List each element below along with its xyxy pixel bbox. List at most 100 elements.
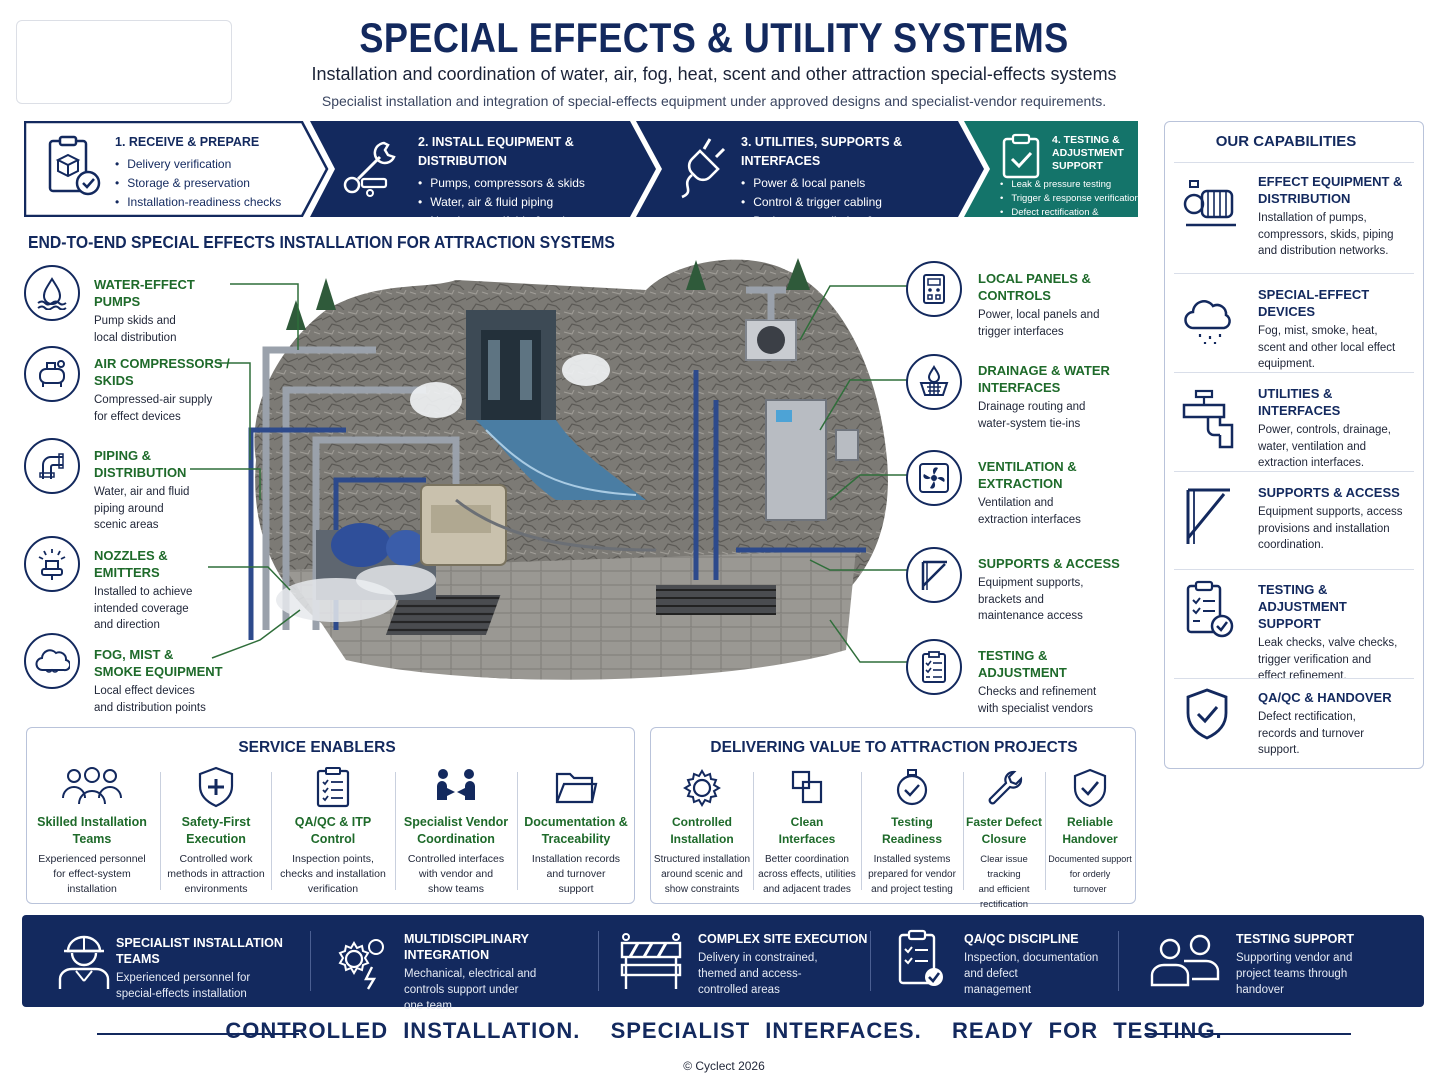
banner-title: COMPLEX SITE EXECUTION xyxy=(698,932,868,946)
callout-desc-line: Ventilation and xyxy=(978,497,1054,509)
bottom-banner: SPECIALIST INSTALLATION TEAMS Experience… xyxy=(22,915,1424,1012)
callout-title: CONTROLS xyxy=(978,288,1051,303)
value-title: Readiness xyxy=(881,832,943,846)
page-description: Specialist installation and integration … xyxy=(321,93,1107,109)
enabler-title: Safety-First xyxy=(181,815,251,829)
callout-title: DISTRIBUTION xyxy=(94,465,187,480)
valve-pipe-icon xyxy=(1182,389,1234,449)
step-receive-prepare: 1. RECEIVE & PREPARE Delivery verificati… xyxy=(115,133,305,212)
clipboard-check-icon xyxy=(1186,580,1234,638)
callout-desc-line: Compressed-air supply xyxy=(94,394,213,406)
capability-title: UTILITIES & INTERFACES xyxy=(1258,386,1341,418)
enabler-desc: Installation records xyxy=(531,853,621,865)
enabler-desc: installation xyxy=(67,883,117,895)
banner-desc: and defect xyxy=(964,968,1018,980)
enabler-title: Execution xyxy=(186,832,246,846)
callout-desc-line: brackets and xyxy=(978,593,1044,606)
tagline: CONTROLLED INSTALLATION. SPECIALIST INTE… xyxy=(225,1018,1223,1043)
callout-title: SMOKE EQUIPMENT xyxy=(94,664,223,679)
people-icon xyxy=(1150,934,1220,987)
gear-icon xyxy=(683,769,721,807)
step-title-line: SUPPORT xyxy=(1052,160,1103,172)
callout-desc-line: trigger interfaces xyxy=(978,325,1064,338)
step-testing-items: Leak & pressure testing Trigger & respon… xyxy=(1000,178,1140,234)
enabler-desc: methods in attraction xyxy=(167,868,265,880)
step-title: 2. INSTALL EQUIPMENT & DISTRIBUTION xyxy=(418,135,574,168)
callout-desc-line: for effect devices xyxy=(94,410,181,423)
callout-title: LOCAL PANELS & xyxy=(978,271,1091,286)
capability-desc-line: Power, controls, drainage, xyxy=(1258,424,1391,436)
callout-desc-line: extraction interfaces xyxy=(978,513,1081,526)
callout-desc-line: with specialist vendors xyxy=(978,702,1094,715)
copyright: © Cyclect 2026 xyxy=(683,1059,765,1073)
step-item: Delivery verification xyxy=(115,155,305,174)
step-item: Power & local panels xyxy=(741,174,963,193)
capability-desc-line: and distribution networks. xyxy=(1258,245,1389,257)
callout-title: WATER-EFFECT PUMPS xyxy=(94,277,195,309)
callout-title: FOG, MIST & xyxy=(94,647,174,662)
pipe-icon xyxy=(24,438,80,494)
capability-desc-line: equipment. xyxy=(1258,358,1315,370)
value-desc: and efficient xyxy=(978,884,1030,895)
capability-desc-line: extraction interfaces. xyxy=(1258,457,1365,469)
banner-title: MULTIDISCIPLINARY INTEGRATION xyxy=(404,932,529,962)
value-desc: Clear issue tracking xyxy=(980,854,1028,880)
step-title-line: ADJUSTMENT xyxy=(1052,147,1124,159)
value-desc: prepared for vendor xyxy=(868,869,956,880)
callout-desc-line: Pump skids and xyxy=(94,315,176,327)
section-title: END-TO-END SPECIAL EFFECTS INSTALLATION … xyxy=(28,232,615,252)
value-desc: Installed systems xyxy=(873,854,951,865)
capability-desc-line: support. xyxy=(1258,744,1300,756)
callout-desc-line: maintenance access xyxy=(978,610,1083,622)
enabler-documentation: Documentation &Traceability Installation… xyxy=(518,766,634,897)
right-connector-lines xyxy=(799,285,910,663)
value-desc: Better coordination xyxy=(765,854,849,865)
water-drop-icon xyxy=(24,265,80,321)
value-desc: rectification xyxy=(979,899,1029,910)
step-item: Leak & pressure testing xyxy=(1000,178,1140,192)
value-title: Installation xyxy=(670,832,734,846)
step-item: Trigger & response verification xyxy=(1000,192,1140,206)
capability-title: DISTRIBUTION xyxy=(1258,191,1351,206)
callout-title: VENTILATION & xyxy=(978,459,1077,474)
barrier-icon xyxy=(620,933,682,989)
value-desc: turnover xyxy=(1073,884,1107,894)
installation-illustration xyxy=(248,258,888,680)
capability-title: EFFECT EQUIPMENT & xyxy=(1258,174,1403,189)
enabler-title: Traceability xyxy=(541,832,611,846)
banner-desc: management xyxy=(964,984,1032,996)
value-panel: DELIVERING VALUE TO ATTRACTION PROJECTS … xyxy=(650,727,1136,910)
capabilities-heading: OUR CAPABILITIES xyxy=(1215,133,1357,150)
callout-desc-line: Power, local panels and xyxy=(978,309,1100,321)
pump-motor-icon xyxy=(1183,180,1236,227)
enabler-title: Teams xyxy=(72,832,112,846)
cloud-icon xyxy=(24,633,80,689)
capability-qaqc-handover: QA/QC & HANDOVER Defect rectification, r… xyxy=(1174,678,1414,766)
enabler-title: Specialist Vendor xyxy=(403,815,509,829)
banner-desc: Inspection, documentation xyxy=(964,952,1099,964)
callout-desc-line: intended coverage xyxy=(94,602,189,615)
clipboard-check-icon xyxy=(898,929,943,986)
value-title: Interfaces xyxy=(778,832,836,846)
rain-cloud-icon xyxy=(1184,300,1231,344)
callout-title: DRAINAGE & WATER xyxy=(978,363,1110,378)
callout-desc-line: Equipment supports, xyxy=(978,577,1084,589)
banner-desc: controls support under xyxy=(404,984,519,996)
shield-check-icon xyxy=(1073,768,1107,808)
value-desc: and adjacent trades xyxy=(763,884,851,895)
callout-title: PIPING & xyxy=(94,448,152,463)
value-desc: around scenic and xyxy=(661,869,743,880)
worker-icon xyxy=(58,935,110,989)
control-panel-icon xyxy=(906,261,962,317)
bracket-icon xyxy=(1186,488,1230,544)
enabler-desc: with vendor and xyxy=(418,868,494,880)
step-item: Storage & preservation xyxy=(115,174,305,193)
callout-desc-line: scenic areas xyxy=(94,519,159,531)
bracket-icon xyxy=(906,547,962,603)
banner-desc: handover xyxy=(1236,984,1284,996)
enabler-desc: checks and installation xyxy=(280,868,386,880)
